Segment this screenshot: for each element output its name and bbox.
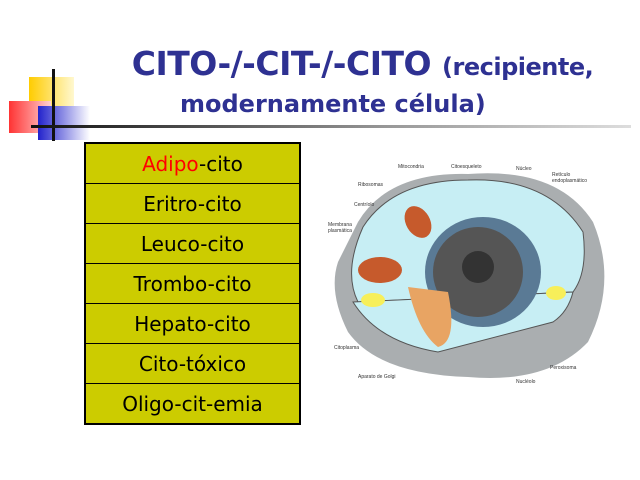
label-reticulo: Retículo endoplasmático	[552, 172, 588, 184]
term-prefix: Adipo	[142, 151, 200, 176]
label-nucleolo: Nucléolo	[516, 379, 536, 385]
table-row: Cito-tóxico	[84, 343, 301, 384]
label-ribosomas: Ribosomas	[358, 182, 384, 188]
table-row: Hepato-cito	[84, 303, 301, 344]
slide-title: CITO-/-CIT-/-CITO (recipiente,	[131, 44, 594, 83]
table-row: Leuco-cito	[84, 223, 301, 264]
table-row: Eritro-cito	[84, 183, 301, 224]
table-row: Trombo-cito	[84, 263, 301, 304]
cell-diagram: Mitocondria Citoesqueleto Núcleo Retícul…	[318, 162, 628, 387]
label-citoesqueleto: Citoesqueleto	[451, 164, 482, 170]
table-row: Adipo-cito	[84, 142, 301, 184]
label-mitocondria: Mitocondria	[398, 164, 424, 170]
table-row: Oligo-cit-emia	[84, 383, 301, 425]
terms-table: Adipo-cito Eritro-cito Leuco-cito Trombo…	[84, 142, 301, 425]
label-membrana: Membrana plasmática	[328, 222, 352, 234]
label-golgi: Aparato de Golgi	[358, 374, 396, 380]
label-centriolo: Centríolo	[354, 202, 375, 208]
label-citoplasma: Citoplasma	[334, 345, 360, 351]
slide-subtitle: modernamente célula)	[180, 90, 486, 118]
label-nucleo: Núcleo	[516, 166, 532, 172]
label-peroxisoma: Peroxisoma	[550, 365, 577, 371]
